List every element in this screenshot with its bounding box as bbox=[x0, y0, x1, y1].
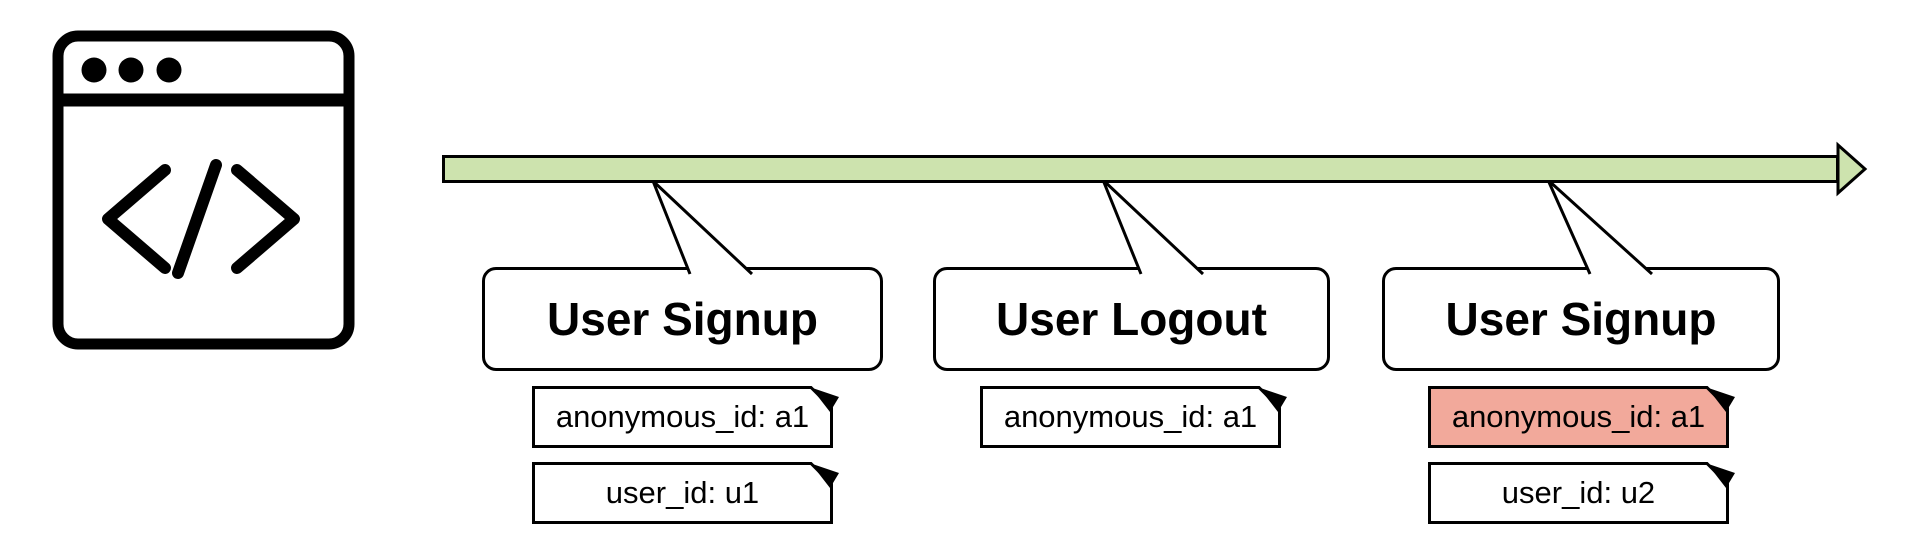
event-title: User Signup bbox=[1445, 293, 1717, 345]
property-note: user_id: u2 bbox=[1428, 462, 1735, 524]
folded-corner-icon bbox=[811, 387, 839, 412]
folded-corner-icon bbox=[811, 463, 839, 488]
event-title: User Signup bbox=[547, 293, 818, 345]
browser-dots-icon bbox=[81, 57, 182, 83]
folded-corner-icon bbox=[1707, 387, 1735, 412]
timeline-arrowhead-icon bbox=[1836, 141, 1868, 197]
property-text: anonymous_id: a1 bbox=[555, 399, 810, 434]
property-text: user_id: u2 bbox=[1501, 475, 1656, 510]
property-note: user_id: u1 bbox=[532, 462, 839, 524]
event-title: User Logout bbox=[996, 293, 1267, 345]
property-text: anonymous_id: a1 bbox=[1003, 399, 1258, 434]
event-callout-logout: User Logout bbox=[933, 267, 1330, 371]
callout-pointer-1 bbox=[651, 179, 754, 276]
property-note: anonymous_id: a1 bbox=[980, 386, 1287, 448]
code-glyph-icon bbox=[102, 159, 300, 279]
folded-corner-icon bbox=[1259, 387, 1287, 412]
callout-pointer-2 bbox=[1101, 178, 1205, 276]
property-text: user_id: u1 bbox=[605, 475, 760, 510]
note-shape bbox=[980, 386, 1287, 448]
event-callout-signup-1: User Signup bbox=[482, 267, 883, 371]
event-callout-signup-2: User Signup bbox=[1382, 267, 1780, 371]
browser-code-icon bbox=[52, 30, 355, 350]
note-shape bbox=[1428, 386, 1735, 448]
note-shape bbox=[532, 462, 839, 524]
property-note: anonymous_id: a1 bbox=[532, 386, 839, 448]
note-shape bbox=[1428, 462, 1735, 524]
property-note-highlighted: anonymous_id: a1 bbox=[1428, 386, 1735, 448]
note-shape bbox=[532, 386, 839, 448]
callout-pointer-3 bbox=[1546, 178, 1654, 276]
timeline-bar bbox=[442, 155, 1839, 183]
folded-corner-icon bbox=[1707, 463, 1735, 488]
property-text: anonymous_id: a1 bbox=[1451, 399, 1706, 434]
